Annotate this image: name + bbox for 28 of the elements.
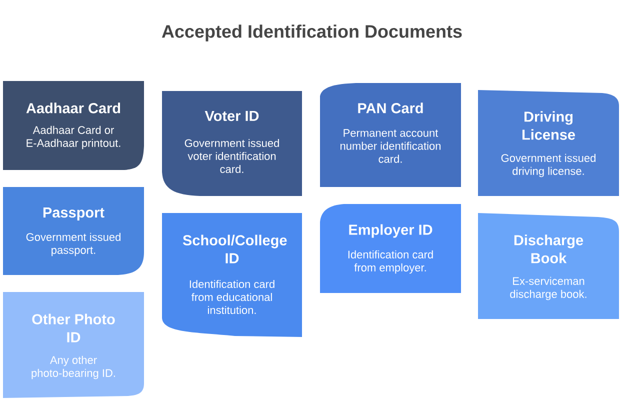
card-heading: Aadhaar Card — [26, 102, 120, 114]
card-description: Aadhaar Card or E-Aadhaar printout. — [26, 126, 120, 150]
document-card — [3, 81, 144, 170]
document-card — [320, 83, 461, 187]
card-heading: Voter ID — [204, 110, 259, 122]
card-heading: PAN Card — [358, 102, 423, 114]
title: Accepted Identification Documents — [162, 24, 462, 42]
card-description: Identification card from employer. — [348, 250, 433, 274]
card-heading: Driving License — [522, 111, 576, 140]
card-heading: Passport — [43, 208, 104, 220]
card-description: Any other photo-bearing ID. — [32, 356, 115, 380]
card-description: Permanent account number identification card. — [340, 129, 440, 163]
document-card — [320, 204, 461, 293]
card-heading: School/College ID — [182, 234, 287, 264]
card-heading: Other Photo ID — [32, 314, 115, 342]
document-card — [478, 90, 619, 196]
card-description: Government issued driving license. — [501, 154, 596, 178]
document-card — [3, 187, 144, 275]
card-description: Ex-serviceman discharge book. — [510, 276, 586, 300]
card-heading: Discharge Book — [514, 234, 584, 264]
card-description: Identification card from educational institution. — [190, 280, 274, 314]
card-description: Government issued passport. — [26, 232, 120, 256]
card-heading: Employer ID — [349, 224, 432, 238]
document-card — [478, 213, 619, 319]
document-card — [162, 213, 302, 337]
card-description: Government issued voter identification card. — [184, 138, 279, 174]
document-card — [162, 91, 302, 196]
document-card — [3, 292, 144, 398]
